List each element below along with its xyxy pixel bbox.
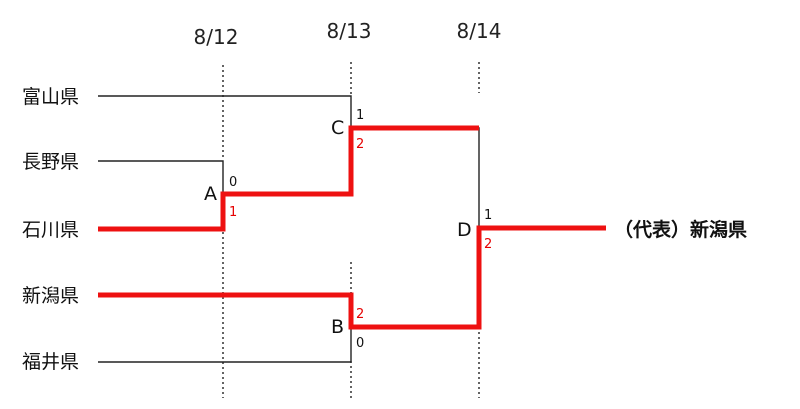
match-d-label: D (457, 219, 472, 241)
match-a-score-nagano: 0 (229, 175, 237, 190)
representative-label: （代表）新潟県 (614, 218, 747, 241)
winner-path-niigata (98, 225, 606, 330)
match-d-score-b-winner: 2 (484, 237, 492, 252)
match-a-score-ishikawa: 1 (229, 205, 237, 220)
match-c-score-a-winner: 2 (356, 137, 364, 152)
match-c-label: C (331, 117, 344, 139)
path-nagano (98, 160, 224, 194)
team-fukui: 福井県 (22, 351, 79, 373)
winner-path-ishikawa (98, 125, 479, 232)
team-toyama: 富山県 (22, 86, 79, 108)
team-ishikawa: 石川県 (22, 219, 79, 241)
match-b-score-fukui: 0 (356, 336, 364, 351)
date-round-3: 8/14 (457, 19, 502, 43)
team-nagano: 長野県 (22, 151, 79, 173)
date-round-1: 8/12 (194, 25, 239, 49)
path-toyama (98, 95, 352, 128)
match-d-score-c-winner: 1 (484, 208, 492, 223)
team-niigata: 新潟県 (22, 285, 79, 307)
match-c-score-toyama: 1 (356, 108, 364, 123)
match-b-label: B (331, 316, 344, 338)
match-a-label: A (204, 183, 217, 205)
match-b-score-niigata: 2 (356, 307, 364, 322)
date-round-2: 8/13 (327, 19, 372, 43)
path-fukui (98, 327, 352, 363)
path-c-to-d-top (351, 127, 480, 228)
